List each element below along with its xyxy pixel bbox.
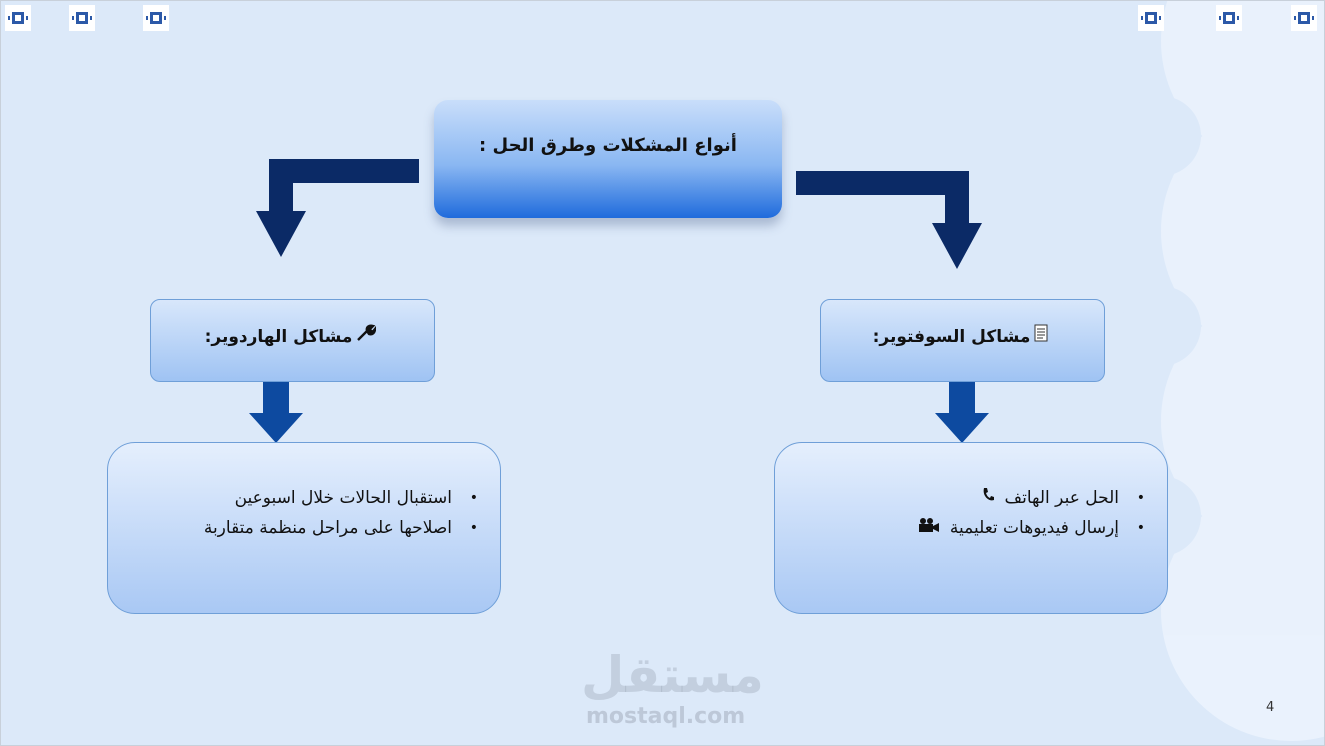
- software-list: الحل عبر الهاتف إرسال فيديوهات تعليمية: [914, 483, 1147, 543]
- arrow-down-software: [935, 382, 989, 443]
- software-list-box: الحل عبر الهاتف إرسال فيديوهات تعليمية: [774, 442, 1168, 614]
- software-category-box: مشاكل السوفتوير:: [820, 299, 1105, 382]
- watermark-logo: مستقل: [581, 646, 764, 704]
- diagram-title: أنواع المشكلات وطرق الحل :: [479, 134, 737, 156]
- title-box: أنواع المشكلات وطرق الحل :: [434, 100, 782, 218]
- arrow-right-connector: [796, 171, 982, 269]
- list-item: اصلاحها على مراحل منظمة متقاربة: [204, 513, 478, 543]
- list-item: إرسال فيديوهات تعليمية: [914, 513, 1144, 543]
- software-label: مشاكل السوفتوير:: [872, 327, 1031, 347]
- chip-icon: [1138, 5, 1164, 31]
- video-camera-icon: [918, 513, 940, 543]
- phone-icon: [981, 483, 995, 513]
- arrow-down-hardware: [249, 382, 303, 443]
- chip-icon: [1216, 5, 1242, 31]
- chip-icon: [5, 5, 31, 31]
- chip-icon: [69, 5, 95, 31]
- hardware-label: مشاكل الهاردوير:: [204, 327, 353, 347]
- document-icon: [1034, 324, 1048, 347]
- page-number: 4: [1266, 700, 1275, 715]
- list-item: الحل عبر الهاتف: [914, 483, 1144, 513]
- watermark-url: mostaql.com: [586, 704, 746, 729]
- hardware-category-box: مشاكل الهاردوير:: [150, 299, 435, 382]
- wrench-icon: [356, 324, 377, 347]
- hardware-list-box: استقبال الحالات خلال اسبوعين اصلاحها على…: [107, 442, 501, 614]
- chip-icon: [1291, 5, 1317, 31]
- chip-icon: [143, 5, 169, 31]
- list-item: استقبال الحالات خلال اسبوعين: [204, 483, 479, 513]
- hardware-list: استقبال الحالات خلال اسبوعين اصلاحها على…: [204, 483, 480, 543]
- arrow-left-connector: [256, 159, 419, 257]
